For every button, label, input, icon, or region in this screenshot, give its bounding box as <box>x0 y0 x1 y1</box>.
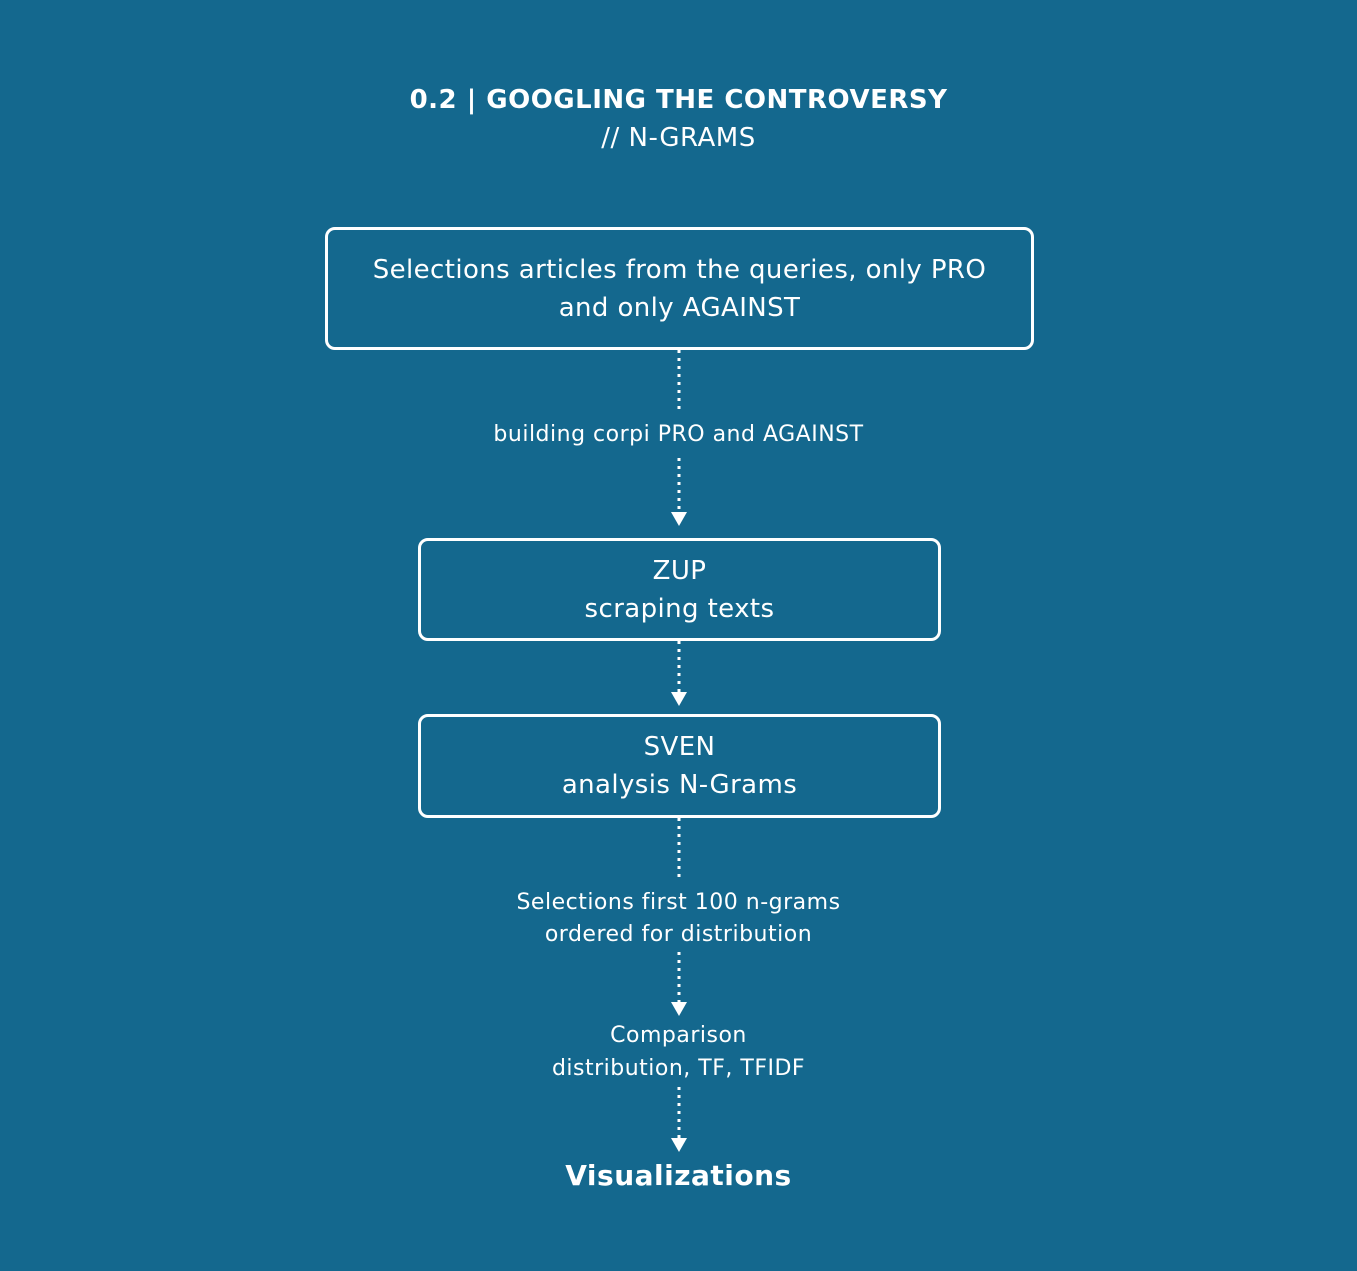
arrowhead-icon <box>671 1138 687 1152</box>
final-visualizations: Visualizations <box>565 1159 792 1192</box>
arrowhead-icon <box>671 692 687 706</box>
arrowhead-icon <box>671 1002 687 1016</box>
label-building-corpi: building corpi PRO and AGAINST <box>493 422 864 447</box>
label-comparison-line1: Comparison <box>610 1023 747 1048</box>
step-sven-box: SVEN analysis N-Grams <box>418 714 941 818</box>
step-selection-line2: and only AGAINST <box>558 292 801 323</box>
step-selection-box: Selections articles from the queries, on… <box>325 227 1034 350</box>
label-ngrams-line1: Selections first 100 n-grams <box>516 890 841 915</box>
step-sven-line1: SVEN <box>643 732 716 762</box>
step-sven-line2: analysis N-Grams <box>561 770 798 800</box>
label-ngrams-line2: ordered for distribution <box>544 922 813 947</box>
step-zup-line1: ZUP <box>652 555 707 586</box>
step-selection-line1: Selections articles from the queries, on… <box>372 254 987 285</box>
step-zup-line2: scraping texts <box>584 593 775 624</box>
arrowhead-icon <box>671 512 687 526</box>
label-comparison-line2: distribution, TF, TFIDF <box>551 1056 806 1081</box>
diagram-subtitle: // N-GRAMS <box>601 123 756 153</box>
step-zup-box: ZUP scraping texts <box>418 538 941 641</box>
diagram-title: 0.2 | GOOGLING THE CONTROVERSY <box>409 85 948 115</box>
